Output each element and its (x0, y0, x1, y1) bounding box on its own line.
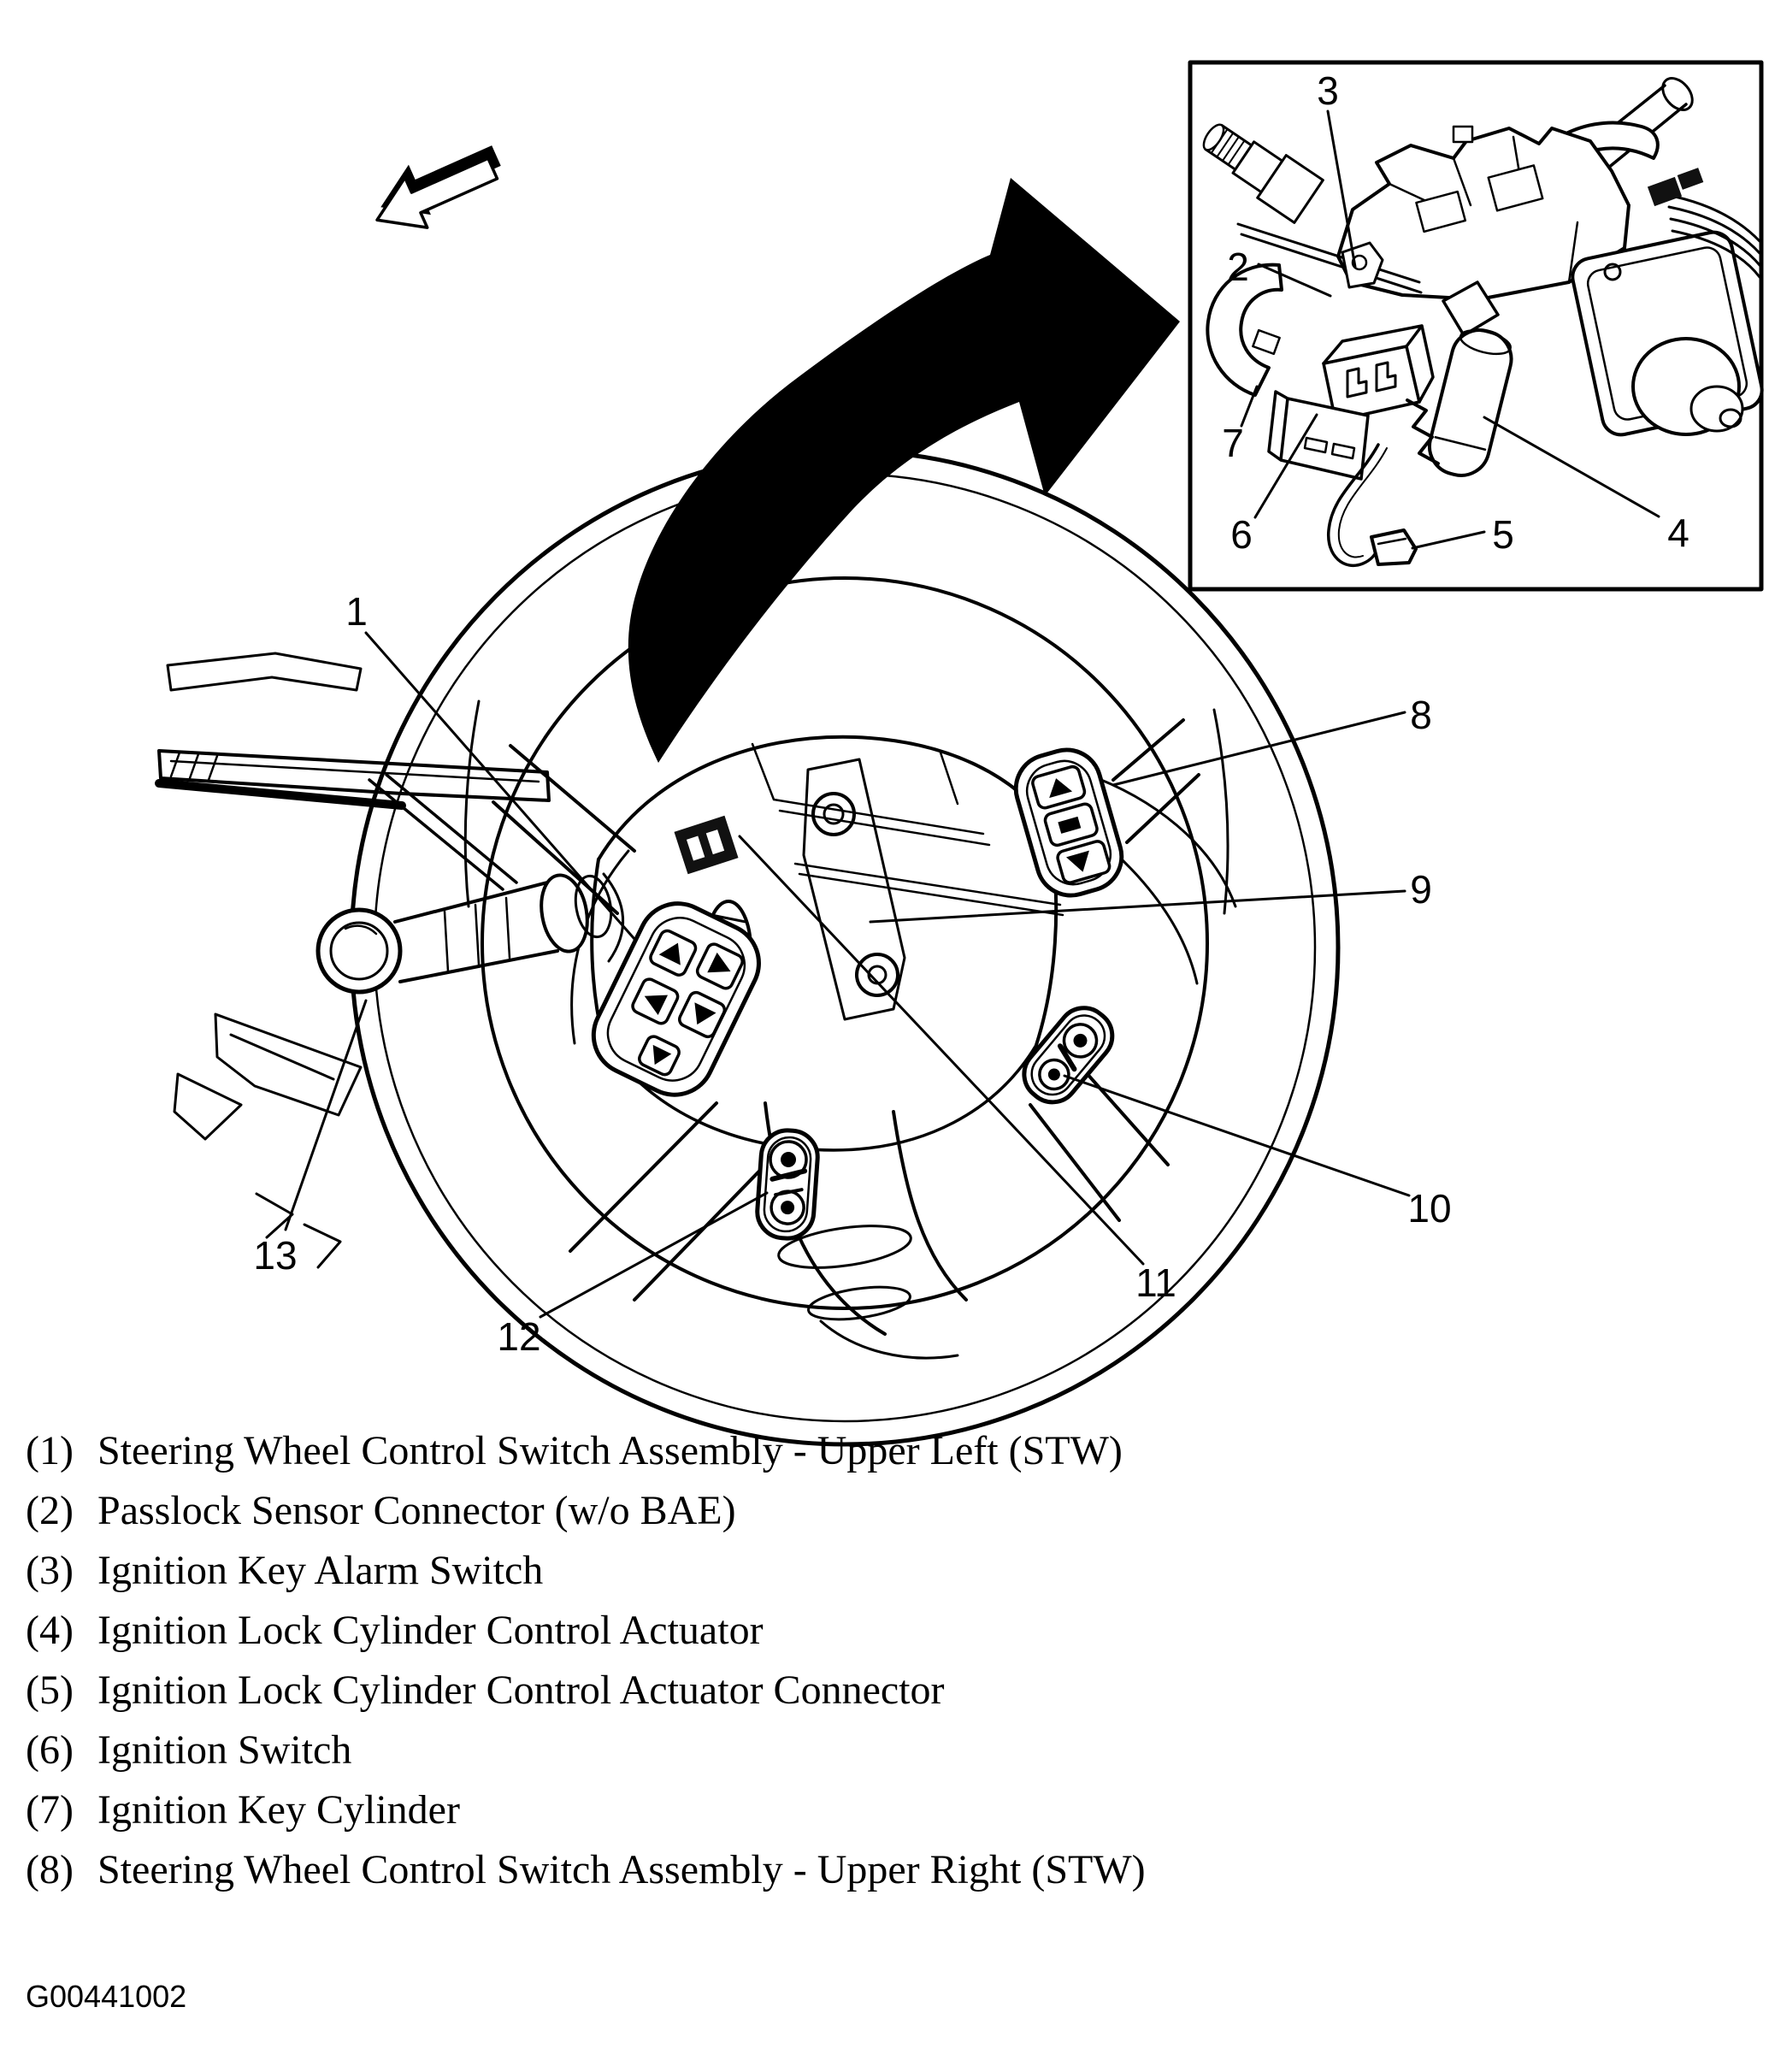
leader-line-9 (869, 889, 1406, 924)
hub-bracket-plate (802, 758, 906, 1021)
callout-9-label: 9 (1410, 867, 1432, 912)
callout-6-label: 6 (1230, 512, 1253, 557)
legend-item: (7) Ignition Key Cylinder (26, 1780, 1146, 1840)
callout-5-label: 5 (1492, 512, 1514, 557)
legend-item-number: (3) (26, 1548, 74, 1593)
leader-line-4 (1483, 416, 1660, 518)
legend-item-number: (8) (26, 1847, 74, 1892)
hub-pivot-lower (855, 953, 899, 997)
legend-item-number: (5) (26, 1668, 74, 1713)
down-arrow-icon (694, 1002, 716, 1025)
hub-pivot-upper (811, 792, 856, 836)
callout-7-label: 7 (1222, 421, 1244, 465)
up-arrow-icon (1049, 778, 1073, 799)
legend-item-number: (1) (26, 1428, 74, 1473)
leader-line-12 (539, 1191, 769, 1319)
lower-right-spoke-switch (1022, 1006, 1115, 1105)
down-arrow-icon (652, 1044, 672, 1066)
wiring-harness (1666, 193, 1761, 279)
leader-line-11 (738, 835, 1145, 1266)
leader-line-3 (1326, 109, 1357, 269)
hub-connector (674, 815, 739, 875)
leader-line-2 (1257, 263, 1332, 298)
hub-rails (751, 742, 1064, 917)
figure-code: G00441002 (26, 1979, 187, 2014)
legend-item-number: (6) (26, 1727, 74, 1773)
inset-stalk (1202, 123, 1324, 224)
direction-arrow-icon (375, 145, 501, 229)
callout-2-label: 2 (1227, 245, 1249, 289)
down-arrow-icon (1066, 850, 1089, 872)
main-leader-lines (284, 631, 1411, 1319)
legend-item-text: Ignition Switch (97, 1727, 352, 1773)
legend-item-text: Steering Wheel Control Switch Assembly -… (97, 1428, 1123, 1473)
ignition-key-cylinder-fork (1206, 263, 1283, 397)
callout-11-label: 11 (1135, 1260, 1176, 1305)
left-arrow-icon (644, 995, 669, 1015)
legend-item-number: (2) (26, 1488, 74, 1533)
legend-item: (2) Passlock Sensor Connector (w/o BAE) (26, 1481, 1146, 1541)
legend-item-number: (4) (26, 1608, 74, 1653)
legend-item-text: Ignition Key Alarm Switch (97, 1548, 544, 1593)
inset (1188, 60, 1764, 592)
leader-line-8 (1112, 711, 1406, 787)
lock-cylinder-actuator (1406, 280, 1513, 477)
leader-line-1 (364, 631, 636, 941)
leader-line-13 (284, 999, 368, 1231)
right-switch-pod (1013, 747, 1124, 898)
legend: (1) Steering Wheel Control Switch Assemb… (26, 1421, 1146, 1900)
callout-10-label: 10 (1407, 1186, 1451, 1231)
legend-item: (6) Ignition Switch (26, 1721, 1146, 1780)
leader-line-5 (1411, 530, 1486, 550)
mode-button-icon (1058, 816, 1082, 834)
legend-item: (3) Ignition Key Alarm Switch (26, 1541, 1146, 1601)
callout-3-label: 3 (1317, 68, 1339, 113)
legend-item-text: Passlock Sensor Connector (w/o BAE) (97, 1488, 736, 1533)
callout-1-label: 1 (345, 589, 368, 634)
legend-item-text: Ignition Lock Cylinder Control Actuator (97, 1608, 764, 1653)
actuator-wire (1327, 443, 1380, 568)
callout-8-label: 8 (1410, 693, 1432, 737)
legend-item: (5) Ignition Lock Cylinder Control Actua… (26, 1661, 1146, 1721)
legend-item: (1) Steering Wheel Control Switch Assemb… (26, 1421, 1146, 1481)
dashboard-fragments (155, 652, 551, 1269)
legend-item-text: Ignition Lock Cylinder Control Actuator … (97, 1668, 945, 1713)
leader-line-6 (1253, 413, 1318, 519)
right-arrow-icon (707, 952, 731, 973)
legend-item-number: (7) (26, 1787, 74, 1833)
up-arrow-icon (658, 942, 681, 965)
inset-leader-lines (1240, 109, 1660, 550)
ignition-switch (1267, 324, 1435, 481)
wheel-rim-inner (481, 576, 1209, 1310)
legend-item: (8) Steering Wheel Control Switch Assemb… (26, 1840, 1146, 1900)
zoom-callout-arrow (628, 178, 1180, 763)
legend-item-text: Ignition Key Cylinder (97, 1787, 460, 1833)
rail (1236, 222, 1423, 294)
callout-4-label: 4 (1667, 511, 1689, 555)
turn-signal-stalk (315, 872, 625, 995)
leader-line-7 (1240, 385, 1259, 428)
left-switch-pod (591, 901, 761, 1097)
callout-12-label: 12 (497, 1314, 540, 1359)
lower-left-spoke-switch (755, 1128, 820, 1241)
legend-item-text: Steering Wheel Control Switch Assembly -… (97, 1847, 1146, 1892)
leader-line-10 (1063, 1074, 1411, 1197)
callout-13-label: 13 (253, 1233, 297, 1278)
legend-item: (4) Ignition Lock Cylinder Control Actua… (26, 1601, 1146, 1661)
